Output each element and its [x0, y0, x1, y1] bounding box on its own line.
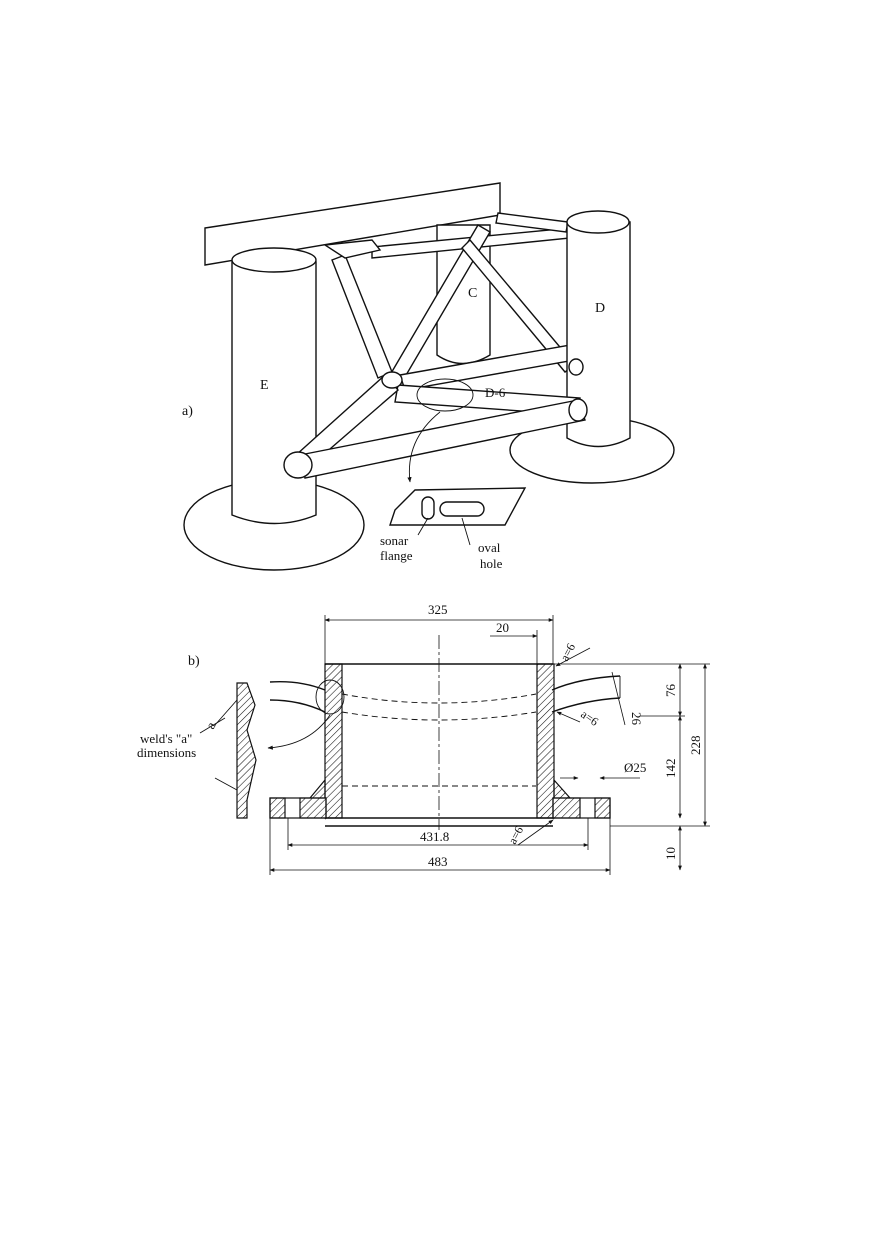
label-sonar: sonar [380, 533, 409, 548]
flange-left-hatch-b [299, 797, 327, 819]
brace-diag-left [331, 254, 393, 379]
sonar-leader [417, 517, 429, 536]
oval-highlight [416, 378, 474, 412]
joint-d-low [568, 398, 588, 422]
oval-hole-shape [439, 501, 485, 517]
label-brace-d6: D-6 [485, 385, 506, 400]
pipe-left [269, 680, 326, 713]
dim-76: 76 [663, 684, 678, 698]
dim-483: 483 [428, 854, 448, 869]
dim-hole: Ø25 [624, 760, 646, 775]
joint-d-up [568, 358, 584, 376]
dim-325: 325 [428, 602, 448, 617]
label-weld-line2: dimensions [137, 745, 196, 760]
dim-weld-mid: a=6 [578, 707, 601, 729]
wall-left [324, 663, 343, 819]
hidden-line-1 [341, 693, 537, 704]
label-b: b) [188, 654, 200, 669]
weld-callout-arrow [267, 714, 331, 750]
weld-detail-plate [236, 682, 257, 819]
weld-bottom-leader [517, 819, 554, 846]
section-drawing: b) weld's "a" dimensions a 325 20 a=6 a=… [137, 602, 710, 875]
label-weld-line1: weld's "a" [140, 731, 192, 746]
dim-228: 228 [688, 736, 703, 756]
label-flange: flange [380, 548, 413, 563]
weld-leader [199, 717, 226, 734]
label-hole: hole [480, 556, 503, 571]
gusset-plate [322, 239, 382, 259]
dim-10: 10 [663, 847, 678, 860]
dim-4318: 431.8 [420, 829, 449, 844]
brace-x2 [461, 238, 577, 373]
column-d-top [566, 210, 630, 234]
callout-arrow [407, 411, 441, 483]
structure-drawing: a) C D E D-6 sonar flange oval hole [182, 182, 675, 571]
dim-20: 20 [496, 620, 509, 635]
wall-right [536, 663, 555, 819]
weld-mid-leader [556, 711, 581, 723]
label-oval: oval [478, 540, 501, 555]
brace-upper-right [495, 212, 569, 233]
weld-highlight [315, 679, 345, 715]
column-e-top [231, 247, 317, 273]
column-e [231, 261, 317, 525]
dim-26: 26 [629, 712, 644, 726]
joint-e [283, 451, 313, 479]
dim-weld-top: a=6 [557, 641, 578, 664]
joint-node [381, 371, 403, 389]
dim-142: 142 [663, 759, 678, 779]
sonar-flange-shape [421, 496, 435, 520]
label-column-c: C [468, 286, 477, 301]
dim-weld-bottom: a=6 [505, 824, 526, 847]
hidden-line-2 [341, 711, 537, 721]
oval-leader [461, 517, 471, 546]
flange-right-hatch-a [552, 797, 581, 819]
angle-leader [611, 671, 626, 726]
weld-top-leader [555, 647, 591, 667]
label-a: a) [182, 404, 193, 419]
flange-right-hatch-b [594, 797, 611, 819]
column-d [566, 221, 631, 448]
weld-detail-brace [214, 699, 238, 791]
label-column-d: D [595, 301, 605, 316]
flange-left-hatch-a [269, 797, 286, 819]
label-column-e: E [260, 378, 269, 393]
